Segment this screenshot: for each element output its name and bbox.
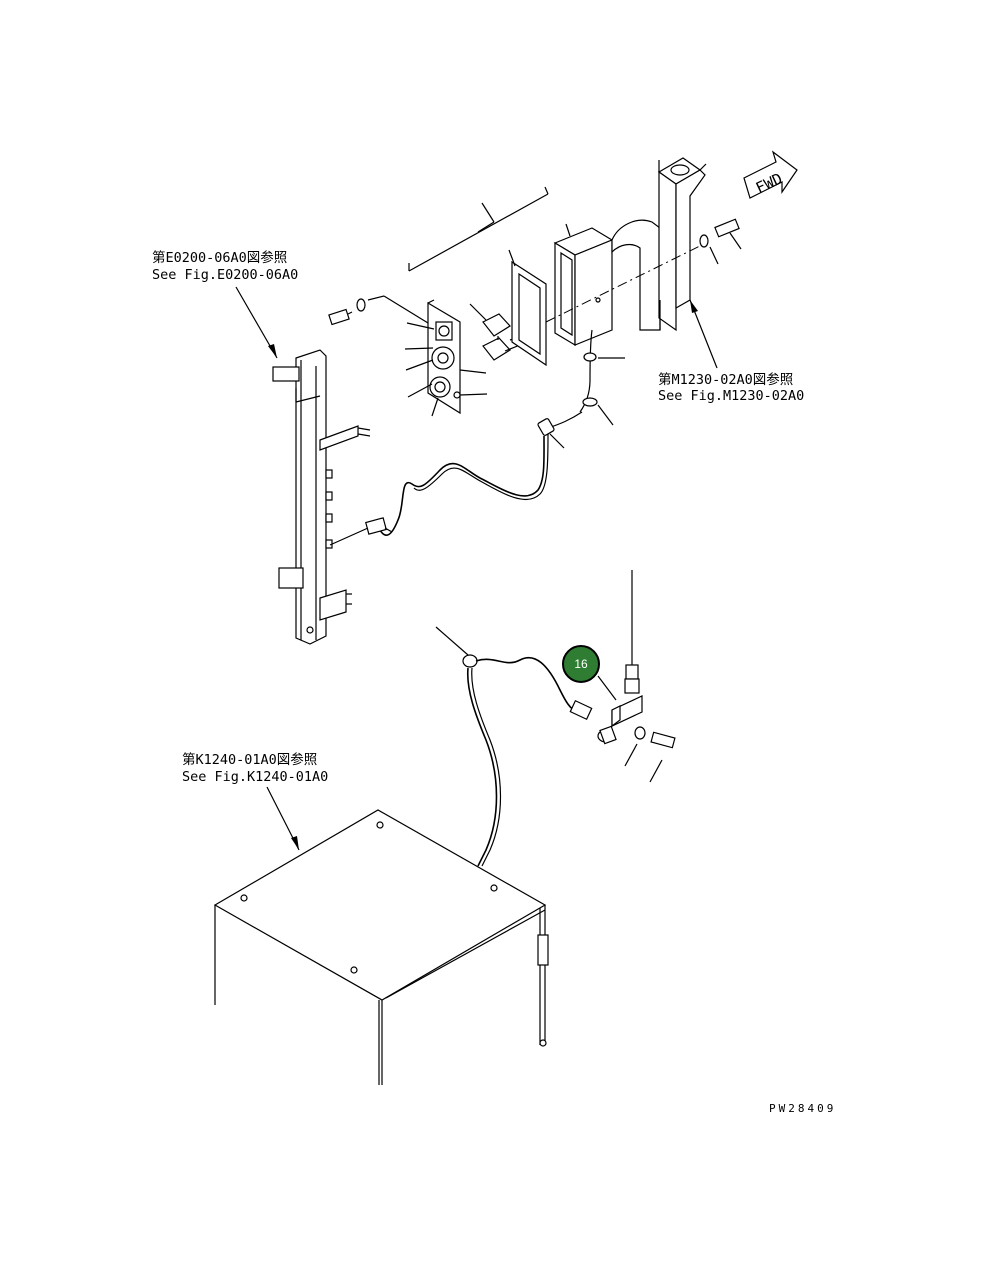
connector-pair bbox=[469, 303, 541, 361]
reference-m1230-en: See Fig.M1230-02A0 bbox=[658, 388, 804, 404]
pipe bbox=[611, 219, 661, 331]
bracket-rail bbox=[272, 349, 393, 645]
part-callout-16[interactable]: 16 bbox=[562, 645, 600, 683]
harness-wire bbox=[379, 435, 545, 536]
reference-m1230-jp: 第M1230-02A0図参照 bbox=[658, 371, 793, 388]
antenna-assembly bbox=[597, 570, 676, 783]
drawing-code: PW28409 bbox=[769, 1102, 836, 1115]
antenna-cable bbox=[435, 626, 593, 867]
gauge-panel bbox=[404, 299, 488, 417]
callout-number: 16 bbox=[574, 657, 588, 671]
reference-e0200-en: See Fig.E0200-06A0 bbox=[152, 267, 298, 283]
reference-k1240-jp: 第K1240-01A0図参照 bbox=[182, 751, 317, 768]
bolt-right bbox=[699, 218, 742, 265]
cab-box bbox=[213, 809, 549, 1085]
fwd-arrow-icon: FWD bbox=[743, 150, 798, 199]
housing-box bbox=[553, 223, 614, 347]
frame-column bbox=[657, 157, 707, 332]
cable-upper bbox=[537, 329, 625, 449]
reference-k1240: 第K1240-01A0図参照 See Fig.K1240-01A0 bbox=[182, 751, 328, 851]
reference-m1230: 第M1230-02A0図参照 See Fig.M1230-02A0 bbox=[658, 299, 804, 404]
gasket-frame bbox=[508, 249, 547, 367]
dimension-bracket bbox=[408, 186, 549, 272]
bolt-left bbox=[328, 295, 429, 326]
reference-e0200: 第E0200-06A0図参照 See Fig.E0200-06A0 bbox=[152, 249, 298, 359]
reference-e0200-jp: 第E0200-06A0図参照 bbox=[152, 249, 287, 266]
callout-circle bbox=[562, 645, 600, 683]
reference-k1240-en: See Fig.K1240-01A0 bbox=[182, 769, 328, 785]
